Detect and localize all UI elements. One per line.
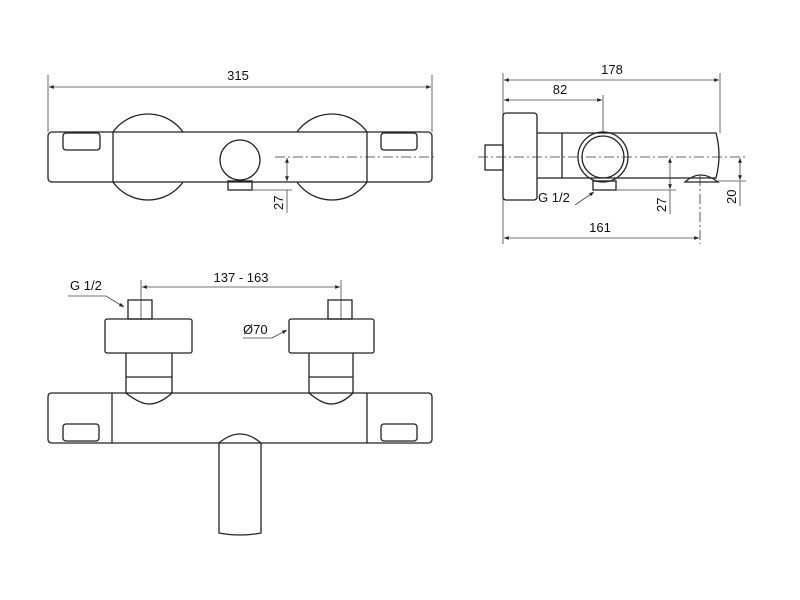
- side-thread: [484, 144, 504, 171]
- rosette-diameter-label: Ø70: [243, 322, 268, 337]
- width-dimension: 315: [227, 68, 249, 83]
- bath-spout: [218, 433, 262, 536]
- wall-rosette: [502, 112, 538, 201]
- outlet-depth-dimension: 82: [553, 82, 567, 97]
- front-flow-handle: [380, 423, 418, 442]
- temperature-handle: [62, 132, 101, 151]
- inlet-thread-label: G 1/2: [70, 278, 102, 293]
- left-inlet-rosette: [104, 318, 193, 354]
- front-view: 137 - 163 G 1/2 Ø70: [47, 270, 433, 536]
- inlet-spacing-dimension: 137 - 163: [214, 270, 269, 285]
- depth-dimension: 178: [601, 62, 623, 77]
- spout-tip: [683, 174, 720, 183]
- outlet-thread: [227, 180, 253, 191]
- outlet-height-dimension: 27: [271, 196, 286, 210]
- side-view: 178 82 27 20 G 1/2 161: [478, 62, 748, 244]
- top-view: 315 27: [47, 68, 437, 213]
- spout-height-dimension: 20: [724, 190, 739, 204]
- front-temperature-handle: [62, 423, 100, 442]
- side-outlet-height-dimension: 27: [654, 198, 669, 212]
- side-body: [537, 132, 720, 179]
- side-thread-label: G 1/2: [538, 190, 570, 205]
- right-inlet-rosette: [288, 318, 375, 354]
- flow-handle: [380, 132, 418, 151]
- shower-outlet: [219, 139, 261, 181]
- left-inlet-thread: [127, 299, 153, 320]
- right-inlet-thread: [327, 299, 353, 320]
- spout-depth-dimension: 161: [589, 220, 611, 235]
- front-body: [47, 392, 433, 444]
